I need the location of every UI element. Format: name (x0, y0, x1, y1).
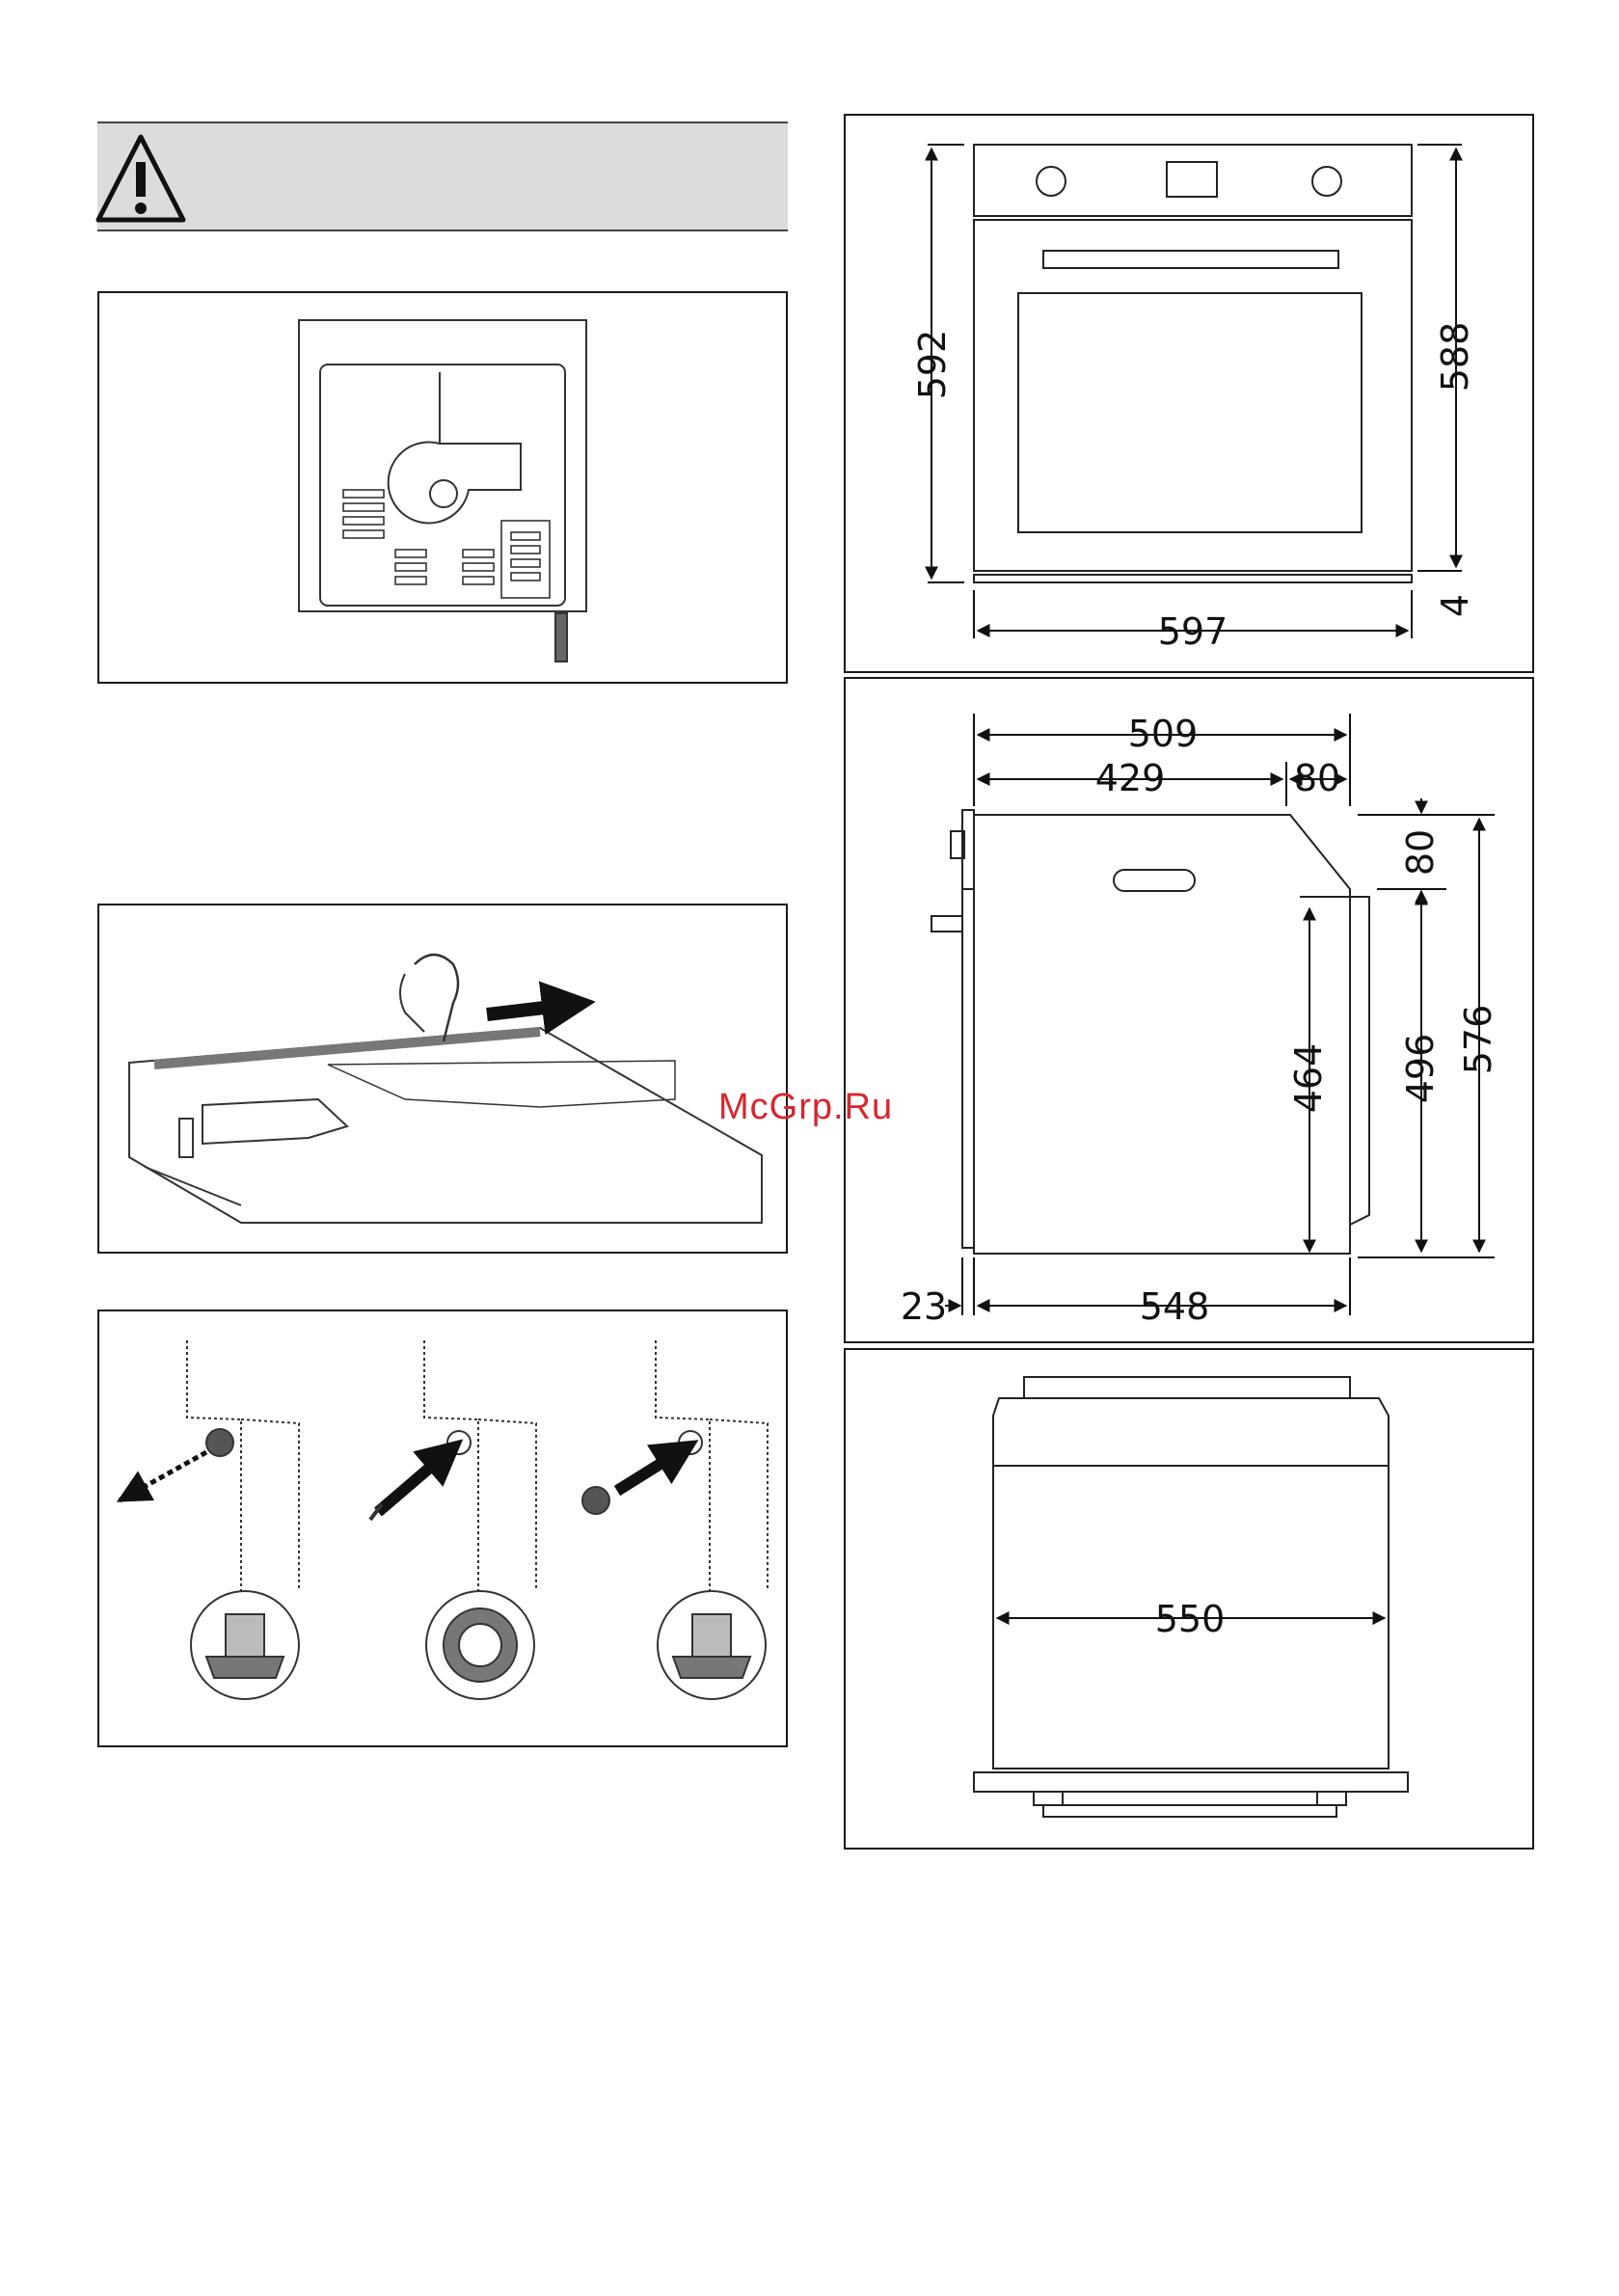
dim-front-gap: 4 (1434, 594, 1476, 617)
side-dimension-lines (945, 714, 1495, 1315)
dim-side-total-height: 576 (1457, 1005, 1499, 1075)
dim-side-body-height: 496 (1399, 1034, 1442, 1104)
watermark-text: McGrp.Ru (718, 1087, 893, 1128)
oven-cavity-drawing (974, 1377, 1408, 1817)
oven-front-view-drawing (974, 145, 1412, 582)
screw-cap-steps-drawing (120, 1340, 768, 1699)
oven-rear-view-drawing (299, 320, 586, 662)
dim-side-top-offset: 80 (1399, 829, 1442, 876)
dim-side-total-depth: 509 (1128, 713, 1199, 755)
dim-front-height-right: 588 (1434, 322, 1476, 392)
dim-front-height-left: 592 (911, 330, 954, 400)
seal-removal-drawing (129, 955, 762, 1223)
dim-side-inner-height: 464 (1287, 1043, 1330, 1114)
dim-cavity-width: 550 (1155, 1598, 1226, 1640)
warning-triangle-icon (98, 137, 183, 220)
dim-side-body-depth: 429 (1095, 757, 1166, 799)
dim-side-front-depth: 80 (1294, 757, 1340, 799)
oven-side-view-drawing (931, 810, 1369, 1254)
dim-front-width: 597 (1158, 610, 1228, 653)
dim-side-front-thickness: 23 (901, 1285, 947, 1328)
dim-side-bottom-depth: 548 (1140, 1285, 1210, 1328)
front-dimension-lines (928, 145, 1462, 638)
